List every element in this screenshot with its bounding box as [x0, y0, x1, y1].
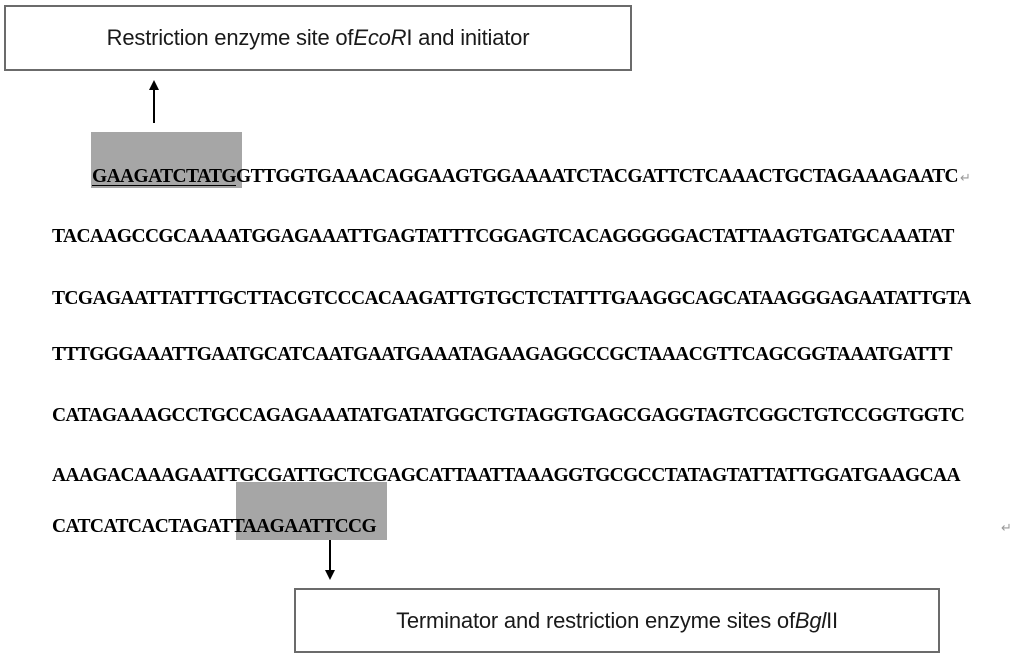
sequence-line-4: TTTGGGAAATTGAATGCATCAATGAATGAAATAGAAGAGG… [52, 344, 953, 365]
arrow-down-shaft [329, 540, 331, 572]
label-text-part: Restriction enzyme site of [106, 25, 354, 50]
label-text-part: Terminator and restriction enzyme sites … [396, 607, 795, 633]
highlight-start-site [91, 132, 242, 188]
paragraph-mark-icon: ↵ [1001, 521, 1012, 536]
label-text-part: II [826, 607, 838, 633]
label-text-part: I and initiator [406, 25, 530, 50]
sequence-line-3: TCGAGAATTATTTGCTTACGTCCCACAAGATTGTGCTCTA… [52, 288, 971, 309]
label-italic-ecor: EcoR [353, 25, 407, 50]
sequence-highlighted-start: GAAGATCTATG [92, 166, 237, 187]
label-italic-bgl: Bgl [794, 607, 827, 633]
arrow-up-shaft [153, 88, 155, 123]
sequence-line-6: AAAGACAAAGAATTGCGATTGCTCGAGCATTAATTAAAGG… [52, 465, 961, 486]
sequence-line-2: TACAAGCCGCAAAATGGAGAAATTGAGTATTTCGGAGTCA… [52, 226, 954, 247]
sequence-line-5: CATAGAAAGCCTGCCAGAGAAATATGATATGGCTGTAGGT… [52, 405, 965, 426]
paragraph-mark-icon: ↵ [960, 171, 971, 186]
arrow-down-icon [325, 570, 335, 580]
arrow-up-icon [149, 80, 159, 90]
sequence-line-1-rest: GTTGGTGAAACAGGAAGTGGAAAATCTACGATTCTCAAAC… [236, 166, 959, 187]
label-box-terminator-bglii: Terminator and restriction enzyme sites … [294, 588, 940, 653]
sequence-line-7: CATCATCACTAGATTAAGAATTCCG [52, 516, 377, 537]
sequence-line-1: GAAGATCTATGGTTGGTGAAACAGGAAGTGGAAAATCTAC… [92, 165, 971, 191]
highlight-end-site [236, 482, 387, 540]
